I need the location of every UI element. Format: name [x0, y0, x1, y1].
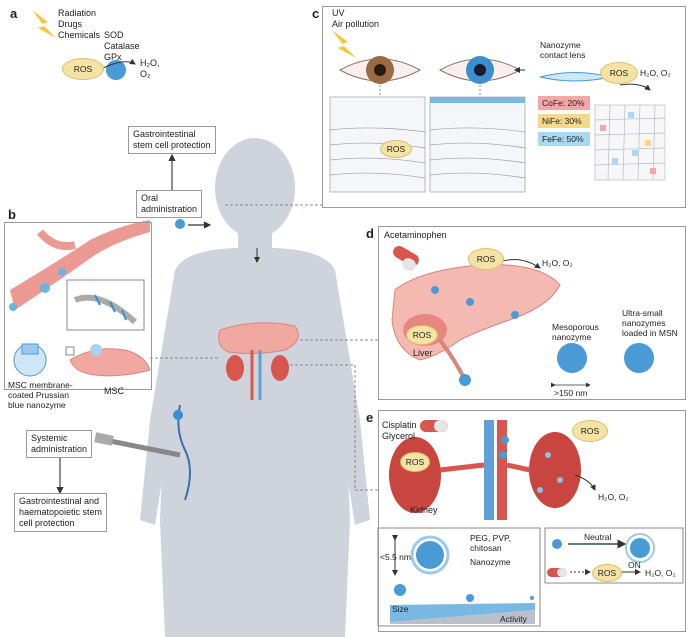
msc-label: MSC: [104, 386, 124, 396]
tag-nife: NiFe: 30%: [538, 114, 590, 128]
human-silhouette: [140, 138, 370, 637]
nanozyme-label: Nanozyme: [470, 557, 511, 567]
kidney-label: Kidney: [410, 505, 438, 515]
lightning-icon-a: [32, 10, 56, 38]
panel-b-box: [4, 222, 152, 390]
uv-label: UV Air pollution: [332, 8, 380, 29]
activity-axis-label: Activity: [500, 614, 527, 624]
ros-bubble-cornea: ROS: [380, 140, 412, 158]
coating-label: PEG, PVP, chitosan: [470, 533, 511, 553]
ros-bubble-e-right: ROS: [572, 420, 608, 442]
panel-letter-d: d: [366, 226, 374, 241]
tag-cofe: CoFe: 20%: [538, 96, 590, 110]
size-dimension: <5.5 nm: [380, 552, 411, 562]
panel-e-box: [378, 410, 686, 632]
products-e: H₂O, O₂: [598, 492, 629, 502]
msc-cell: [69, 348, 151, 377]
ros-bubble-d-liver: ROS: [406, 325, 438, 345]
panel-letter-e: e: [366, 410, 374, 425]
acetaminophen-label: Acetaminophen: [384, 230, 447, 240]
lightning-icon-c: [332, 30, 356, 58]
ultra-small-label: Ultra-small nanozymes loaded in MSN: [622, 308, 678, 338]
activity-wedge: [390, 610, 535, 624]
panel-d-box: [378, 226, 686, 400]
mesh-cubes: [600, 112, 656, 174]
products-a: H₂O, O₂: [140, 58, 160, 79]
panel-c-box: [322, 6, 686, 208]
products-d: H₂O, O₂: [542, 258, 573, 268]
liver-label: Liver: [413, 348, 433, 358]
cisplatin-label: Cisplatin Glycerol: [382, 420, 417, 441]
meso-nanozyme: [557, 343, 587, 373]
ultra-nanozyme: [624, 343, 654, 373]
body-liver: [218, 322, 299, 355]
ros-bubble-inset: ROS: [592, 564, 622, 582]
contact-lens-label: Nanozyme contact lens: [540, 40, 586, 60]
gi-protection-label: Gastrointestinal stem cell protection: [128, 126, 216, 154]
body-kidney-right: [271, 355, 289, 381]
neutral-label: Neutral: [584, 532, 612, 542]
body-kidney-left: [226, 355, 244, 381]
meso-label: Mesoporous nanozyme: [552, 322, 599, 342]
ros-bubble-d-top: ROS: [468, 248, 504, 270]
size-axis-label: Size: [392, 604, 409, 614]
panel-letter-a: a: [10, 6, 18, 21]
panel-letter-b: b: [8, 207, 16, 222]
tag-fefe: FeFe: 50%: [538, 132, 590, 146]
products-e2: H₂O, O₂: [645, 568, 676, 578]
msc-nanozyme-label: MSC membrane- coated Prussian blue nanoz…: [8, 380, 73, 410]
enzymes-label: SOD Catalase GPx: [104, 30, 140, 62]
ros-bubble-kidney: ROS: [400, 452, 430, 472]
oral-admin-label: Oral administration: [136, 190, 203, 218]
ros-bubble-a: ROS: [62, 58, 104, 80]
systemic-admin-label: Systemic administration: [26, 430, 93, 458]
stressors-label: Radiation Drugs Chemicals: [58, 8, 101, 40]
on-label: ON: [628, 560, 641, 570]
meso-size: >150 nm: [554, 388, 588, 398]
panel-letter-c: c: [312, 6, 320, 21]
ros-bubble-lens: ROS: [600, 62, 638, 84]
gi-haem-label: Gastrointestinal and haematopoietic stem…: [14, 493, 108, 532]
products-c: H₂O, O₂: [640, 68, 671, 78]
size-wedge: [390, 603, 535, 622]
